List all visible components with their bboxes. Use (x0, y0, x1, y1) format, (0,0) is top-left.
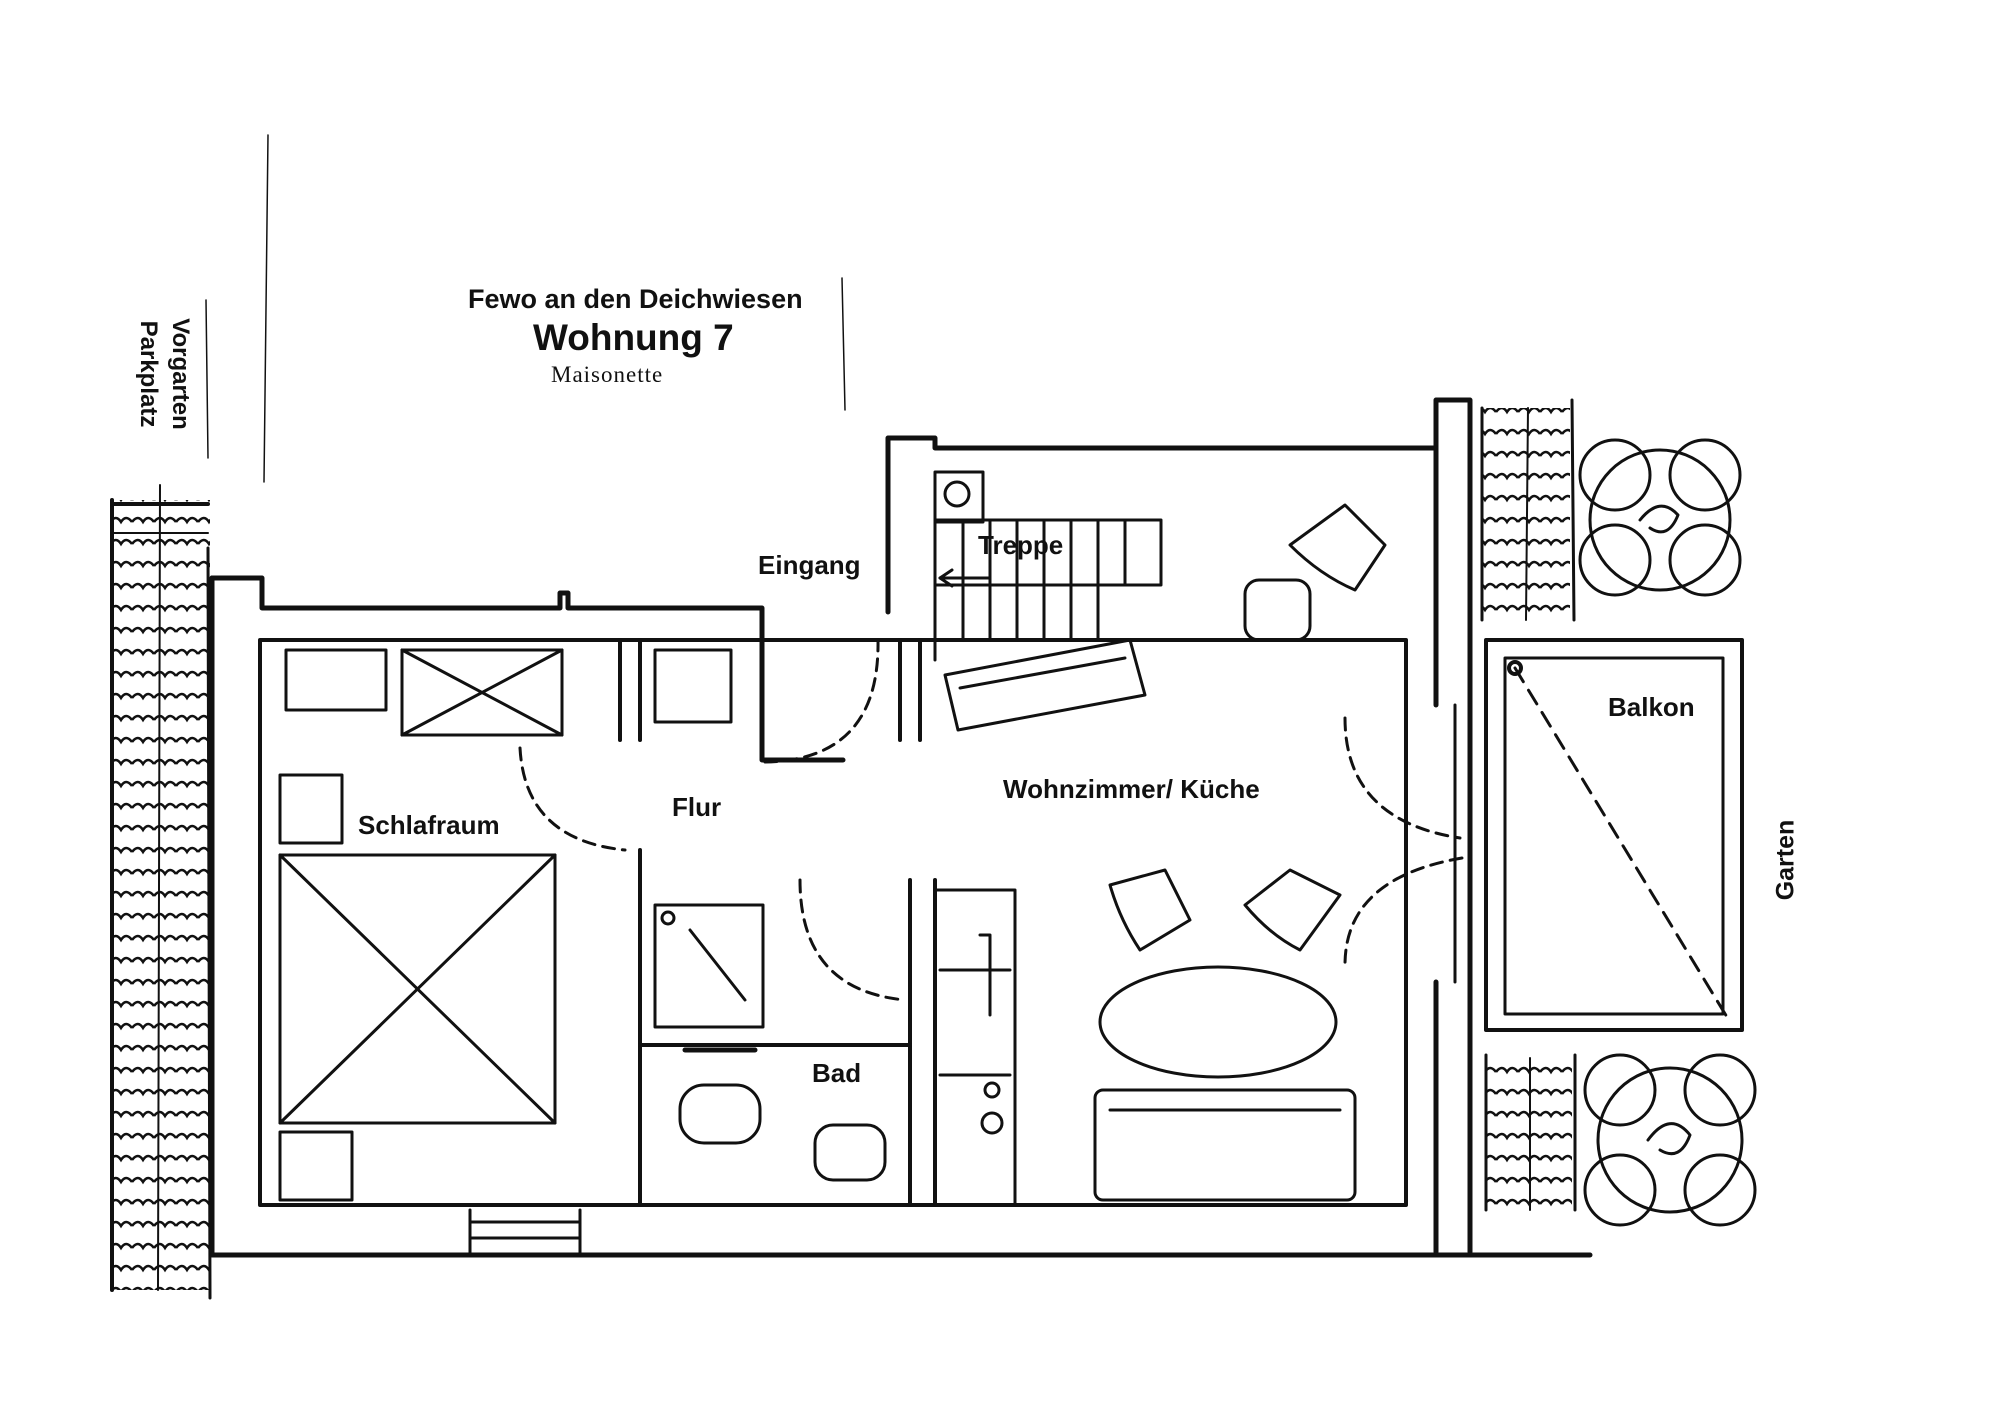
living-furniture (933, 503, 1387, 1207)
hedge-left (110, 484, 212, 1300)
label-garten: Garten (1771, 819, 1800, 901)
shrub-top-icon (1578, 438, 1742, 597)
armchair-top (1288, 503, 1387, 592)
room-balkon: Balkon (1608, 692, 1695, 722)
dresser (400, 648, 564, 737)
door-swings (518, 638, 1464, 1002)
outer-walls (209, 397, 1593, 1258)
toilet (678, 1083, 762, 1145)
room-treppe: Treppe (978, 530, 1064, 560)
balcony (1484, 638, 1744, 1032)
front-bracket (205, 299, 209, 459)
chair-right (1243, 868, 1342, 952)
balcony-door (1453, 703, 1472, 984)
label-parkplatz: Parkplatz (135, 320, 162, 428)
room-bad: Bad (812, 1058, 862, 1088)
shelf-flur (653, 648, 733, 724)
room-wohnzimmer-kueche: Wohnzimmer/ Küche (1003, 774, 1260, 804)
plan-type: Maisonette (551, 362, 664, 387)
shower (653, 903, 765, 1029)
kitchen-counter (933, 888, 1017, 1207)
bedside-table-bottom (278, 1130, 354, 1202)
outside-steps (468, 1208, 582, 1257)
bedroom-furniture (278, 648, 733, 1202)
plan-subtitle: Fewo an den Deichwiesen (468, 284, 803, 314)
stool (1243, 578, 1312, 642)
stairs (933, 470, 1163, 732)
room-schlafraum: Schlafraum (358, 810, 500, 840)
room-eingang: Eingang (758, 550, 861, 580)
hedge-right-top (1480, 398, 1576, 622)
bedside-table-top (278, 773, 344, 845)
double-bed (278, 853, 557, 1125)
bathroom-fixtures (653, 903, 887, 1182)
label-vorgarten: Vorgarten (167, 318, 194, 430)
inner-walls (258, 638, 1408, 1207)
wardrobe (284, 648, 388, 712)
room-flur: Flur (672, 792, 722, 822)
sofa (1093, 1088, 1357, 1202)
hedge-right-bottom (1484, 1053, 1577, 1212)
title-bracket (841, 277, 846, 411)
plan-title: Wohnung 7 (533, 317, 734, 358)
dining-table (1098, 965, 1338, 1079)
coat-rack (943, 638, 1147, 732)
sink (813, 1123, 887, 1182)
shrub-bottom-icon (1583, 1053, 1757, 1227)
margin-line (263, 134, 269, 483)
chair-left (1108, 868, 1192, 952)
